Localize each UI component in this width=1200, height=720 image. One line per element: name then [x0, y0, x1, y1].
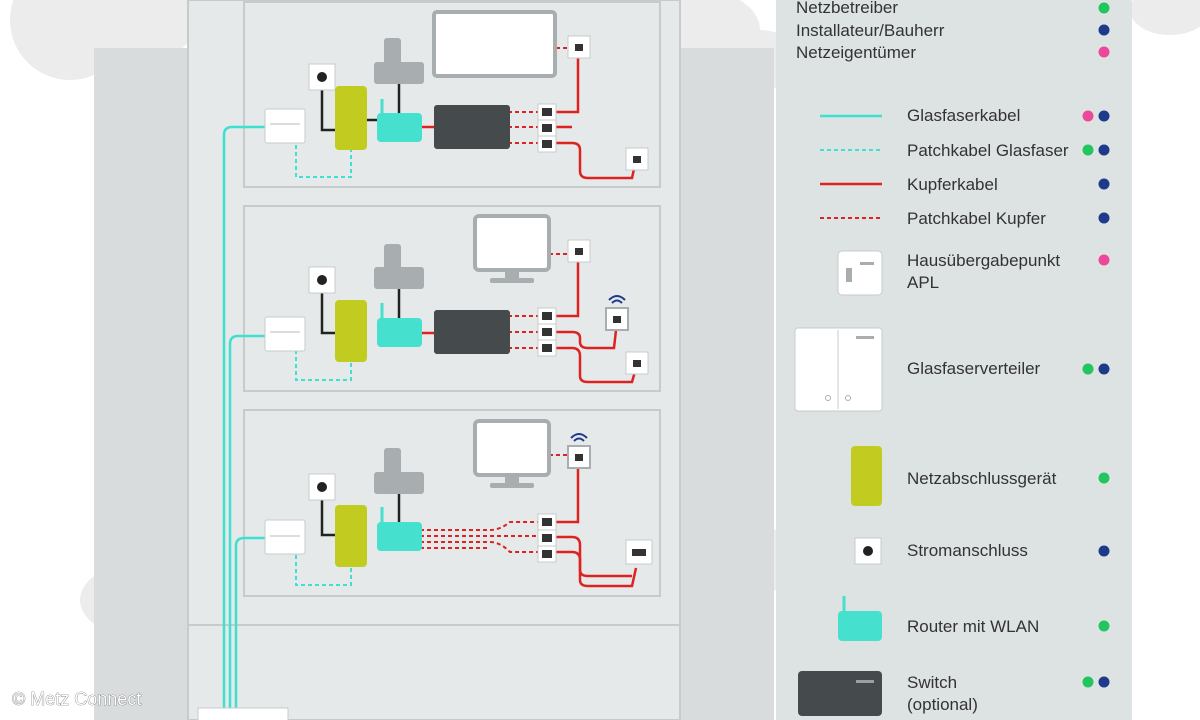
floor-3-data-outlet-top-port — [575, 44, 583, 51]
floor-3-patch-panel — [537, 103, 557, 153]
floor-3-router — [377, 113, 422, 142]
floor-2-apl — [264, 316, 306, 352]
legend-router-label: Router mit WLAN — [907, 617, 1039, 636]
floor-2-switch — [434, 310, 510, 354]
legend-ont-dot — [1098, 472, 1110, 484]
role-label-netzeigentuemer: Netzeigentümer — [796, 43, 916, 62]
floor-2-wlan-access-point-port — [613, 316, 621, 323]
floor-1-copper-patch — [420, 454, 578, 553]
floor-2-fiber-patch — [295, 350, 352, 381]
legend-patchkabel-glasfaser-label: Patchkabel Glasfaser — [907, 141, 1069, 160]
floor-3-phone — [374, 38, 424, 84]
legend-strom-label: Stromanschluss — [907, 541, 1028, 560]
legend-kupferkabel-dot — [1098, 178, 1110, 190]
legend-apl-icon — [837, 250, 883, 296]
role-dot-netzbetreiber — [1098, 2, 1110, 14]
legend-apl-dot — [1098, 254, 1110, 266]
legend-ont-label: Netzabschlussgerät — [907, 469, 1057, 488]
legend-strom-dot — [1098, 545, 1110, 557]
legend-router-dot — [1098, 620, 1110, 632]
legend-switch-icon — [798, 671, 882, 716]
floor-3-fiber-patch — [295, 145, 352, 178]
legend-router-icon — [838, 596, 882, 641]
legend-glasfaserkabel-label: Glasfaserkabel — [907, 106, 1020, 125]
legend-patchkabel-glasfaser-dot-1 — [1082, 144, 1094, 156]
floor-1-wifi-icon — [570, 433, 588, 442]
floor-1-copper-cables — [555, 465, 638, 588]
role-label-netzbetreiber: Netzbetreiber — [796, 0, 898, 17]
floor-1-monitor — [473, 419, 551, 488]
building-left-wing — [94, 48, 190, 720]
legend-verteiler-dot-2 — [1098, 363, 1110, 375]
floor-1-equipment — [264, 419, 653, 588]
floor-1 — [243, 409, 661, 597]
riser-fiber-cables — [222, 125, 265, 720]
floor-2-copper-cables — [555, 262, 638, 384]
legend-switch-dot-1 — [1082, 676, 1094, 688]
legend-ont-icon — [851, 446, 882, 506]
legend-verteiler-dot-1 — [1082, 363, 1094, 375]
floor-2-ont — [335, 300, 367, 362]
floor-1-router — [377, 522, 422, 551]
floor-1-wlan-access-point-port — [575, 454, 583, 461]
floor-2-monitor — [473, 214, 551, 283]
floor-2-wifi-icon — [608, 295, 626, 304]
floor-2 — [243, 205, 661, 392]
floor-3-switch — [434, 105, 510, 149]
floor-3-ont — [335, 86, 367, 150]
floor-1-ont — [335, 505, 367, 567]
legend-patchkabel-kupfer-dot — [1098, 212, 1110, 224]
floor-2-equipment — [264, 214, 649, 384]
floor-2-power-socket — [308, 266, 336, 294]
legend-switch-label-line2: (optional) — [907, 695, 978, 714]
floor-2-power-socket-hole — [317, 275, 327, 285]
legend-patchkabel-kupfer-label: Patchkabel Kupfer — [907, 209, 1046, 228]
floor-1-apl — [264, 519, 306, 555]
floor-3-equipment — [264, 10, 649, 180]
floor-1-power-cable — [320, 488, 336, 537]
floor-2-router — [377, 318, 422, 347]
legend-apl-label-line2: APL — [907, 273, 939, 292]
floor-2-power-cable — [320, 282, 336, 335]
floor-3-apl — [264, 108, 306, 144]
legend-verteiler-icon — [794, 327, 883, 412]
legend-strom-icon — [854, 537, 882, 565]
role-dot-netzeigentuemer — [1098, 46, 1110, 58]
floor-1-data-outlet-right-port — [632, 549, 646, 556]
legend-apl-label-line1: Hausübergabepunkt — [907, 251, 1060, 270]
floor-1-phone — [374, 448, 424, 494]
legend-kupferkabel-label: Kupferkabel — [907, 175, 998, 194]
floor-3-copper-cables — [555, 56, 638, 180]
legend-switch-dot-2 — [1098, 676, 1110, 688]
role-dot-installateur — [1098, 24, 1110, 36]
floor-1-power-socket-hole — [317, 482, 327, 492]
legend-switch-label-line1: Switch — [907, 673, 957, 692]
floor-2-patch-panel — [537, 307, 557, 357]
floor-2-phone — [374, 244, 424, 289]
floor-3-power-socket-hole — [317, 72, 327, 82]
basement-fiber-distributor — [197, 707, 289, 720]
building-right-wing — [678, 48, 774, 720]
floor-2-data-outlet-right-port — [633, 360, 641, 367]
floor-1-patch-panel — [537, 513, 557, 563]
floor-1-fiber-patch — [295, 555, 352, 586]
legend-glasfaserkabel-dot-1 — [1082, 110, 1094, 122]
floor-3-tv — [432, 10, 557, 78]
legend-glasfaserkabel-dot-2 — [1098, 110, 1110, 122]
legend-verteiler-label: Glasfaserverteiler — [907, 359, 1041, 378]
role-label-installateur: Installateur/Bauherr — [796, 21, 945, 40]
floor-2-data-outlet-top-port — [575, 248, 583, 255]
legend-patchkabel-glasfaser-dot-2 — [1098, 144, 1110, 156]
floor-3-power-cable — [320, 80, 336, 132]
floor-3-data-outlet-right-port — [633, 156, 641, 163]
copyright-credit: © Metz Connect — [12, 689, 141, 709]
